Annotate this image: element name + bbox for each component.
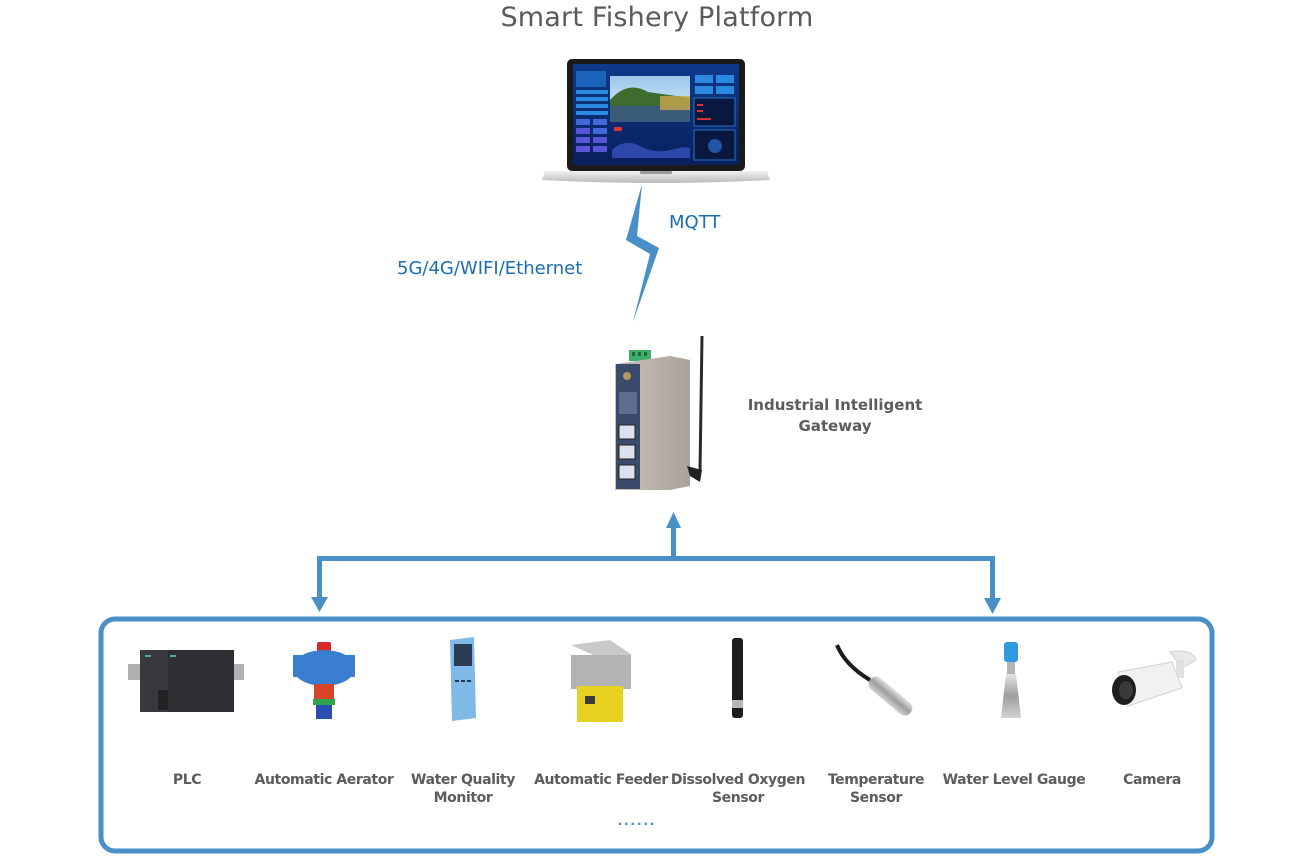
plc-device-icon — [128, 650, 244, 712]
network-label: 5G/4G/WIFI/Ethernet — [397, 258, 583, 279]
device-label-line: Sensor — [711, 790, 764, 806]
device-label-feeder: Automatic Feeder — [526, 771, 676, 789]
device-label-line: Water Level Gauge — [942, 772, 1086, 788]
device-label-temperature-sensor: Temperature Sensor — [801, 771, 951, 807]
gateway-label-line1: Industrial Intelligent — [747, 396, 923, 414]
dissolved-oxygen-sensor-icon — [732, 638, 743, 718]
device-group-frame — [98, 616, 1215, 854]
gateway-label: Industrial Intelligent Gateway — [740, 395, 930, 437]
water-quality-monitor-icon — [450, 637, 476, 721]
laptop-platform-icon — [542, 59, 770, 183]
device-label-plc: PLC — [112, 771, 262, 789]
device-label-line: Dissolved Oxygen — [670, 772, 806, 788]
device-label-line: Camera — [1123, 772, 1181, 788]
device-label-camera: Camera — [1077, 771, 1227, 789]
device-label-water-level-gauge: Water Level Gauge — [939, 771, 1089, 789]
diagram-title: Smart Fishery Platform — [500, 2, 814, 33]
bus-connector — [311, 512, 1001, 614]
device-label-line: Temperature — [827, 772, 925, 788]
water-level-gauge-icon — [1001, 642, 1021, 718]
temperature-sensor-icon — [835, 644, 913, 716]
device-label-water-quality-monitor: Water Quality Monitor — [388, 771, 538, 807]
camera-device-icon — [1112, 650, 1197, 707]
device-label-line: Water Quality — [411, 772, 515, 788]
wireless-link-icon — [626, 184, 659, 322]
device-label-line: Monitor — [433, 790, 493, 806]
device-label-line: Automatic Aerator — [254, 772, 394, 788]
device-label-dissolved-oxygen-sensor: Dissolved Oxygen Sensor — [663, 771, 813, 807]
device-label-line: Sensor — [849, 790, 902, 806]
device-label-line: Automatic Feeder — [534, 772, 668, 788]
feeder-device-icon — [571, 640, 632, 722]
more-devices-indicator: ...... — [617, 812, 657, 829]
device-label-line: PLC — [172, 772, 202, 788]
protocol-label: MQTT — [669, 212, 721, 233]
gateway-label-line2: Gateway — [798, 417, 872, 435]
gateway-device-icon — [615, 335, 704, 490]
aerator-device-icon — [293, 642, 355, 719]
device-label-aerator: Automatic Aerator — [249, 771, 399, 789]
